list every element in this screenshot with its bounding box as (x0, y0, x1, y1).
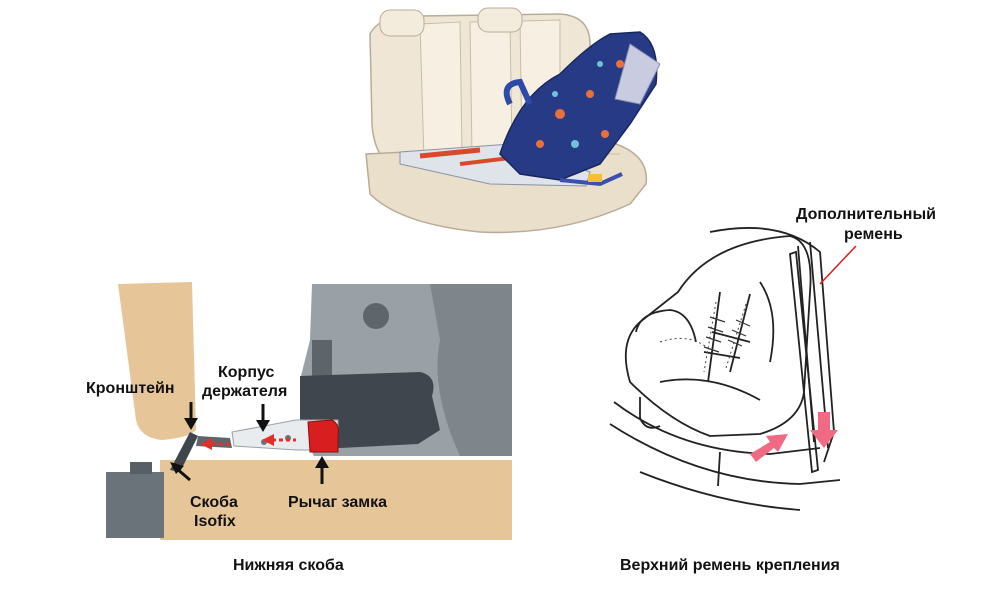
lock-lever-red (307, 419, 339, 453)
seat-cushion-block (160, 460, 512, 540)
isofix-clip (170, 432, 198, 472)
caption-top-tether: Верхний ремень крепления (620, 557, 840, 574)
car-seat-illustration (365, 7, 661, 234)
caption-lower-clip: Нижняя скоба (233, 557, 344, 574)
label-holder-body-line2: держателя (202, 383, 288, 400)
pink-arrow-up (750, 434, 788, 462)
lower-clip-diagram (106, 282, 512, 540)
label-isofix-clip-line2: Isofix (194, 513, 236, 530)
strap-leader-line (819, 245, 857, 285)
label-extra-strap-line1: Дополнительный (796, 206, 936, 223)
pink-arrow-down (810, 412, 838, 448)
label-isofix-clip-line1: Скоба (190, 494, 238, 511)
isofix-anchor-block (106, 472, 164, 538)
label-holder-body-line1: Корпус (218, 364, 275, 381)
seat-back-block (118, 282, 196, 440)
label-extra-strap-line2: ремень (844, 226, 903, 243)
label-bracket: Кронштейн (86, 380, 175, 397)
label-lock-lever: Рычаг замка (288, 494, 388, 511)
top-tether-diagram (609, 227, 857, 511)
